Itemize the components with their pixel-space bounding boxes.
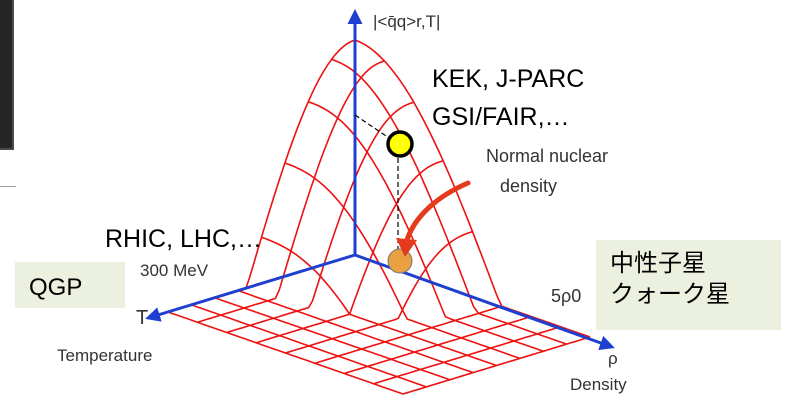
- surface-grid-line-17: [167, 311, 404, 395]
- left-edge-divider: [0, 186, 16, 187]
- kek-label-line2: GSI/FAIR,…: [432, 103, 570, 131]
- experiment-marker: [386, 130, 414, 158]
- pointer-arrow-shaft: [403, 180, 471, 246]
- neutron-star-box: 中性子星 クォーク星: [596, 240, 781, 330]
- surface-grid-line-9: [354, 39, 591, 338]
- qgp-box: QGP: [15, 262, 125, 308]
- condensate-surface-mesh: [167, 39, 591, 395]
- surface-grid-line-2: [226, 101, 415, 334]
- surface-grid-line-11: [308, 100, 544, 353]
- kek-label-line1: KEK, J-PARC: [432, 65, 585, 93]
- vertical-axis-label: |<q̄q>r,T|: [373, 12, 440, 31]
- surface-grid-line-16: [191, 304, 427, 388]
- surface-grid-line-13: [261, 236, 497, 367]
- left-edge-frame-inner: [0, 0, 12, 148]
- quark-star-label: クォーク星: [610, 281, 730, 309]
- density-tick-label: 5ρ0: [551, 286, 581, 306]
- normal-density-label-line1: Normal nuclear: [486, 146, 608, 166]
- qgp-label: QGP: [29, 274, 83, 301]
- surface-grid-line-12: [284, 162, 521, 360]
- normal-density-label-line2: density: [500, 176, 557, 196]
- temperature-tick-label: 300 MeV: [140, 261, 209, 280]
- density-symbol: ρ: [608, 349, 618, 368]
- surface-grid-line-4: [285, 230, 473, 354]
- temperature-axis-label: Temperature: [57, 346, 152, 365]
- temperature-symbol: T: [136, 307, 148, 329]
- neutron-star-label: 中性子星: [610, 250, 706, 277]
- rhic-label: RHIC, LHC,…: [105, 225, 262, 253]
- normal-nuclear-density-dot: [387, 248, 413, 274]
- left-edge-frame: [0, 0, 14, 150]
- density-axis-label: Density: [570, 375, 627, 394]
- pointer-arrow-head: [396, 238, 417, 257]
- surface-grid-line-15: [214, 297, 451, 381]
- surface-grid-line-10: [331, 58, 567, 345]
- temperature-axis: [145, 253, 356, 322]
- surface-grid-line-14: [237, 289, 474, 374]
